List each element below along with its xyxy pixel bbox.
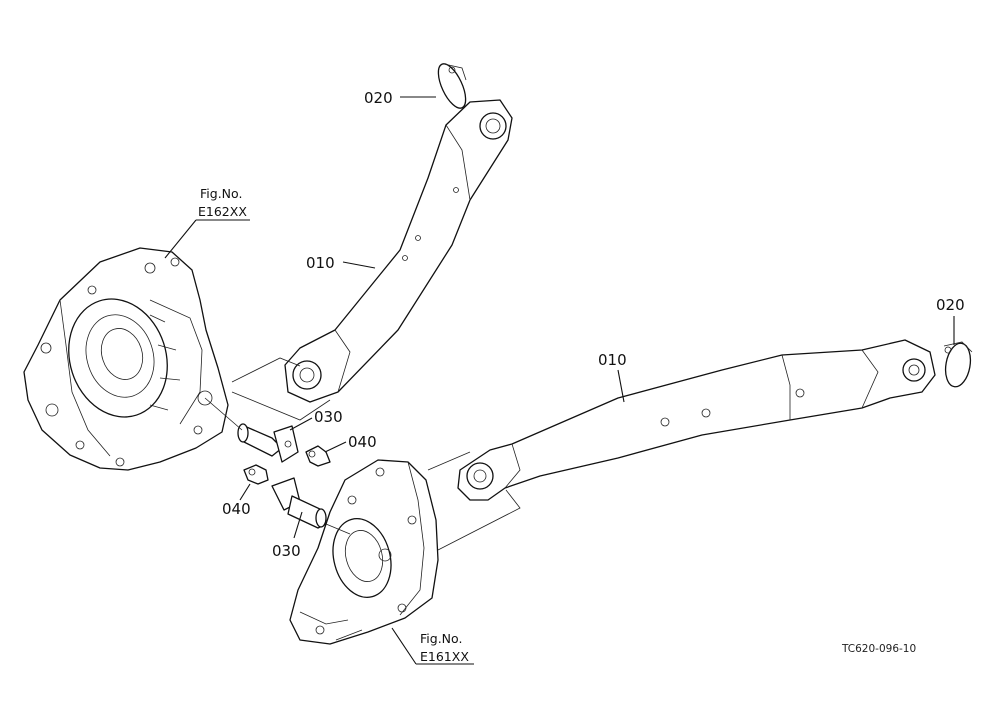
ref-right-prefix: Fig.No. [420,631,462,646]
label-010-top: 010 [306,254,335,272]
left-housing [23,247,229,471]
ref-right-housing: Fig.No. E161XX [391,627,474,665]
label-040-lower: 040 [222,500,251,518]
right-housing [289,459,439,645]
label-lower-link: 010 [598,351,627,403]
drawing-code: TC620-096-10 [841,643,916,655]
label-top-clip: 020 [364,89,436,107]
ref-left-prefix: Fig.No. [200,186,242,201]
upper-bolt [305,445,331,467]
label-right-clip: 020 [936,296,965,345]
label-030-upper: 030 [314,408,343,426]
label-top-link: 010 [306,254,376,272]
label-upper-pin: 030 [289,408,343,431]
label-upper-bolt: 040 [324,433,377,453]
assembly-guides [204,357,521,551]
label-lower-pin: 030 [272,511,303,560]
lower-bolt [243,464,269,485]
ref-left-housing: Fig.No. E162XX [164,186,250,259]
label-040-upper: 040 [348,433,377,451]
lower-pin [271,477,327,529]
label-020-top: 020 [364,89,393,107]
label-010-lower: 010 [598,351,627,369]
label-030-lower: 030 [272,542,301,560]
upper-pin [237,423,299,463]
label-lower-bolt: 040 [222,483,251,518]
ref-right-number: E161XX [420,649,469,664]
top-clip-pin [437,63,467,109]
lower-lift-link [457,339,936,501]
label-020-right: 020 [936,296,965,314]
upper-lift-link [284,99,513,403]
right-clip-pin [943,341,973,388]
ref-left-number: E162XX [198,204,247,219]
